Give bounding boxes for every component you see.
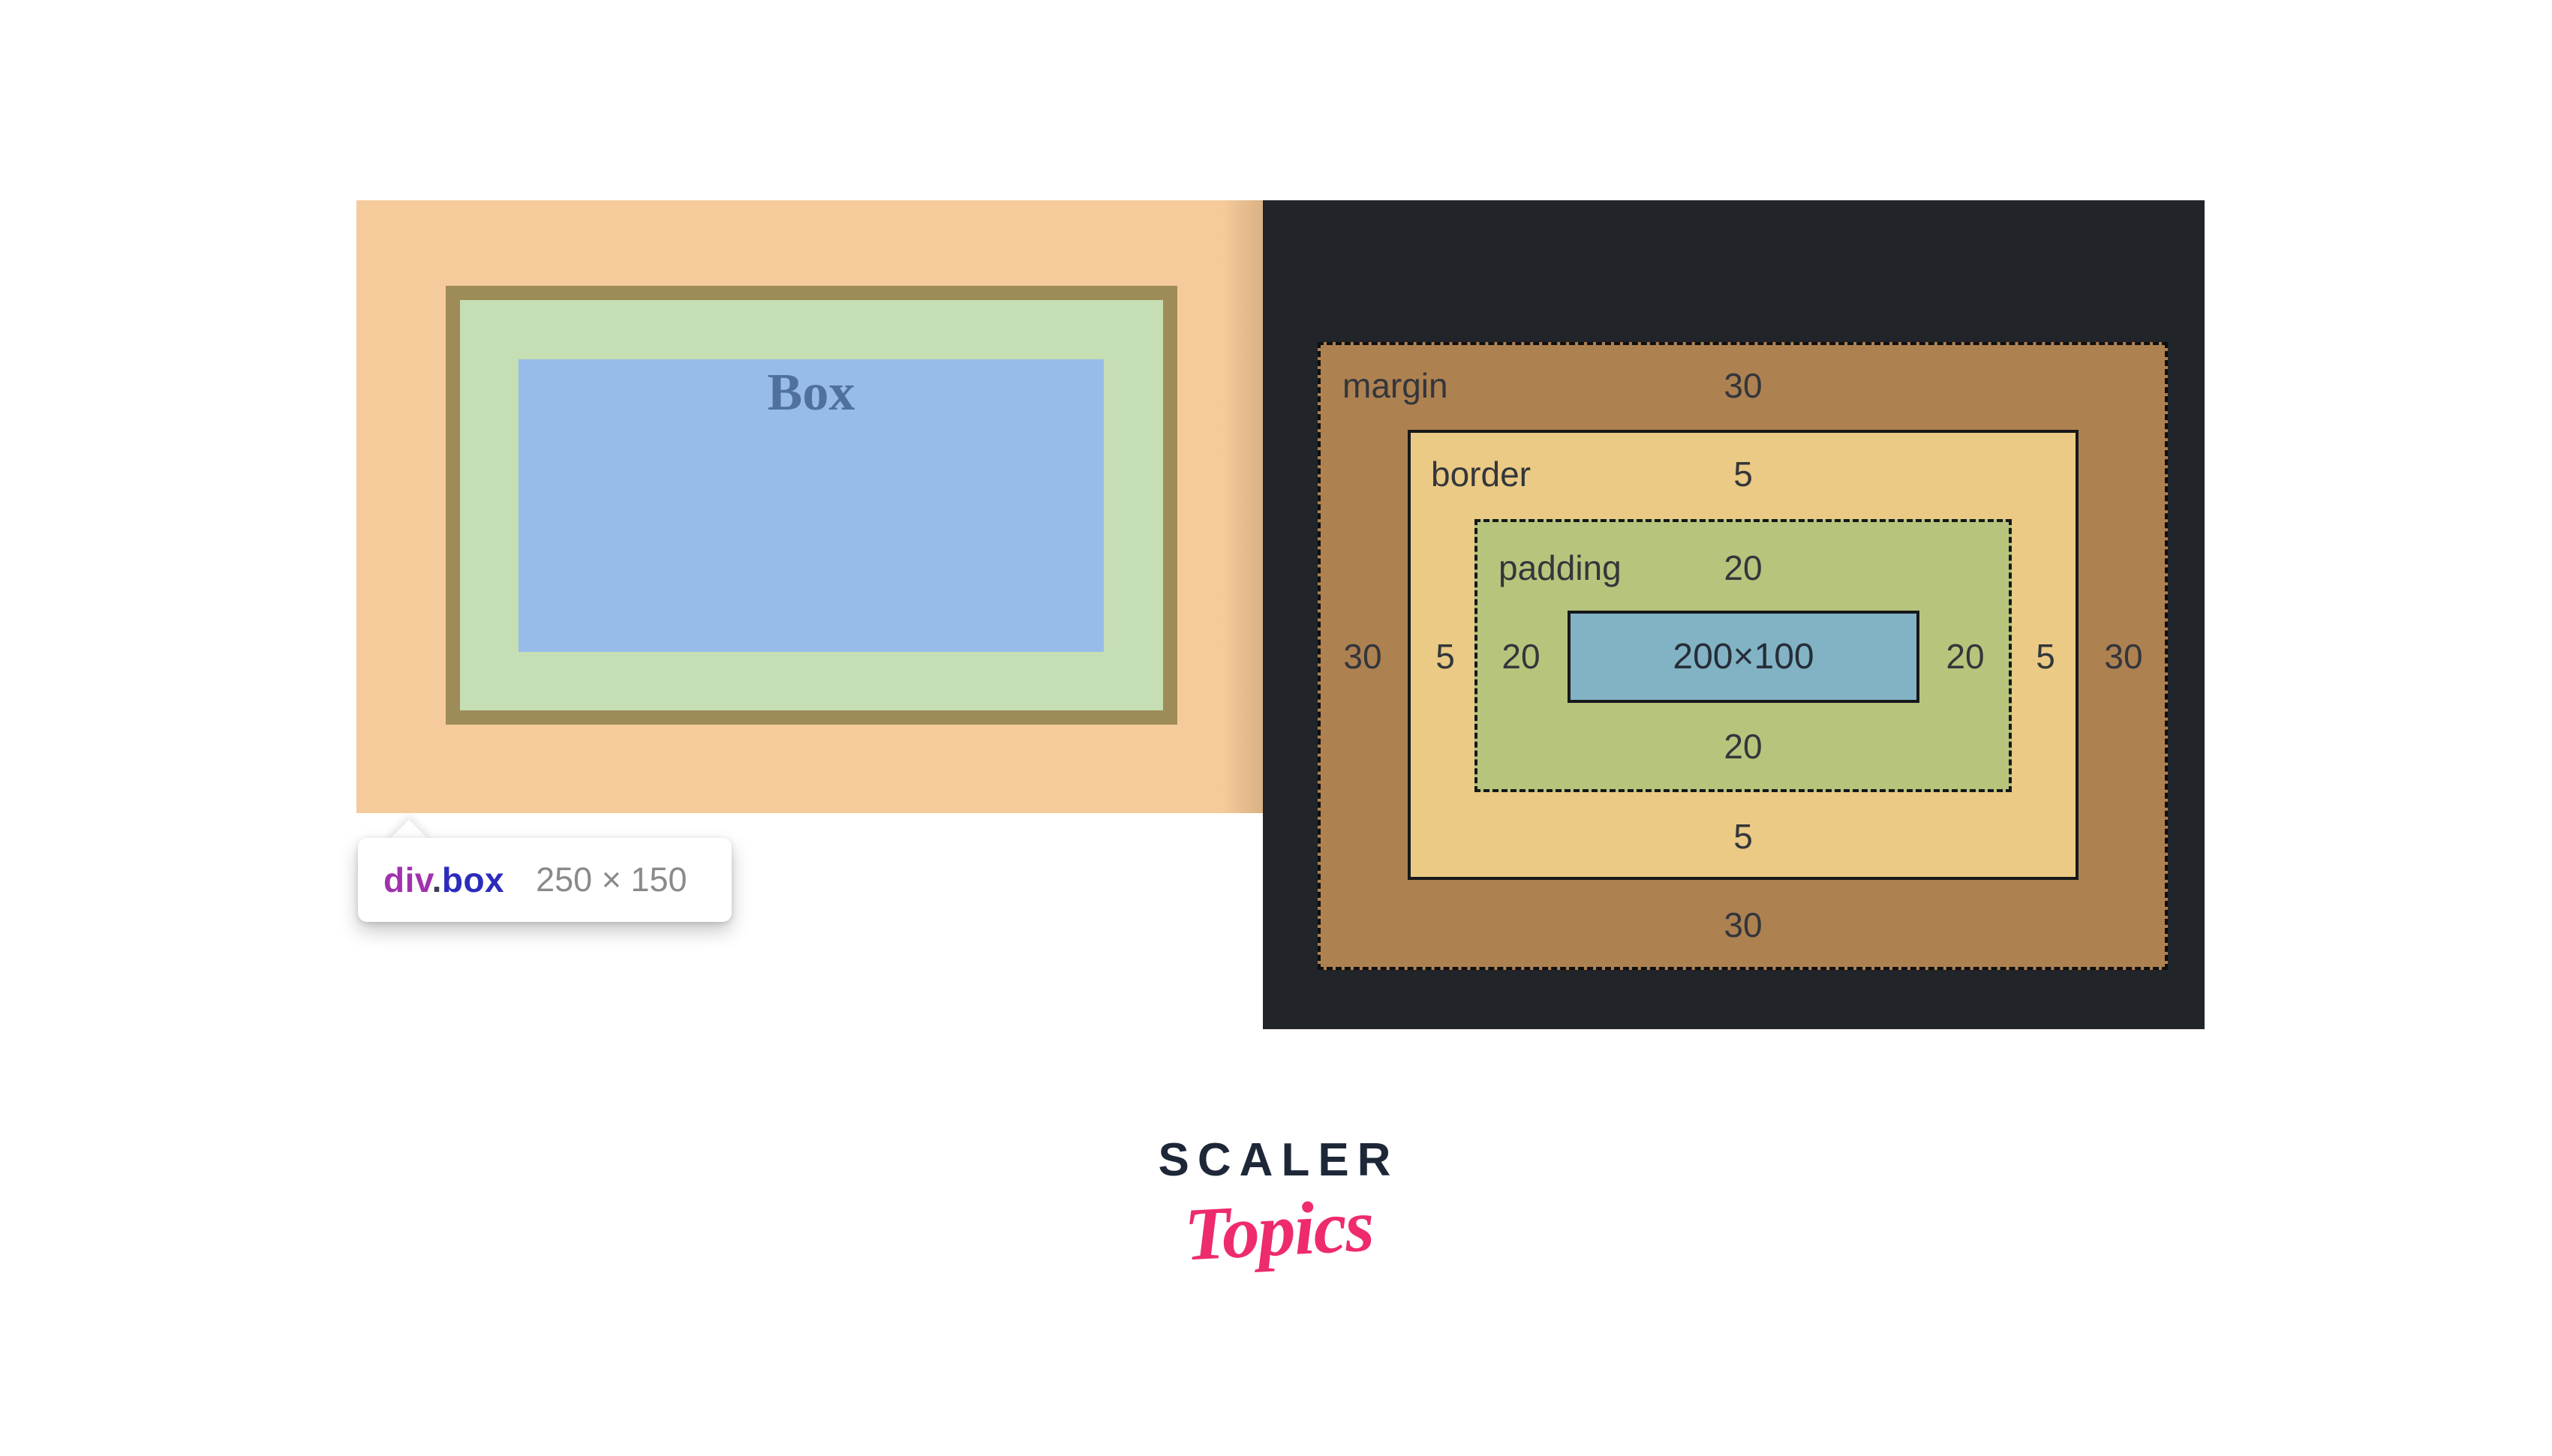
content-dimensions-label: 200×100 [1673,637,1814,677]
diagram-margin-box: 200×100 [1318,342,2168,970]
tooltip-class-name: box [441,860,505,899]
border-top-value: 5 [1733,455,1753,494]
box-content-label: Box [767,364,855,422]
rendered-content-area: Box [519,359,1104,652]
box-model-panel: 200×100 margin 30 border 5 padding 20 30… [1263,200,2205,1029]
diagram-content-box: 200×100 [1568,611,1919,703]
padding-top-value: 20 [1724,548,1763,587]
tooltip-dot: . [431,860,442,899]
border-label: border [1431,455,1531,494]
padding-bottom-value: 20 [1724,727,1763,766]
margin-bottom-value: 30 [1724,905,1763,944]
scaler-topics-script-logo: Topics [1182,1183,1375,1277]
rendered-border-and-padding-area: Box [446,286,1177,725]
tooltip-selector: div.box [383,860,504,900]
padding-right-value: 20 [1946,637,1985,676]
margin-label: margin [1342,366,1448,405]
tooltip-tag-name: div [383,860,432,899]
diagram-padding-box: 200×100 [1474,519,2012,792]
rendered-margin-area: Box [356,200,1263,813]
padding-left-value: 20 [1501,637,1541,676]
panel-edge-shade [1222,200,1263,813]
margin-right-value: 30 [2104,637,2143,676]
border-bottom-value: 5 [1733,817,1753,856]
margin-left-value: 30 [1343,637,1382,676]
diagram-border-box: 200×100 [1408,430,2079,880]
margin-top-value: 30 [1724,366,1763,405]
padding-label: padding [1498,548,1622,587]
tooltip-dimensions: 250 × 150 [536,860,687,899]
border-right-value: 5 [2036,637,2055,676]
border-left-value: 5 [1435,637,1455,676]
devtools-tooltip: div.box 250 × 150 [358,838,732,922]
scaler-logo-wordmark: SCALER [1158,1134,1399,1186]
